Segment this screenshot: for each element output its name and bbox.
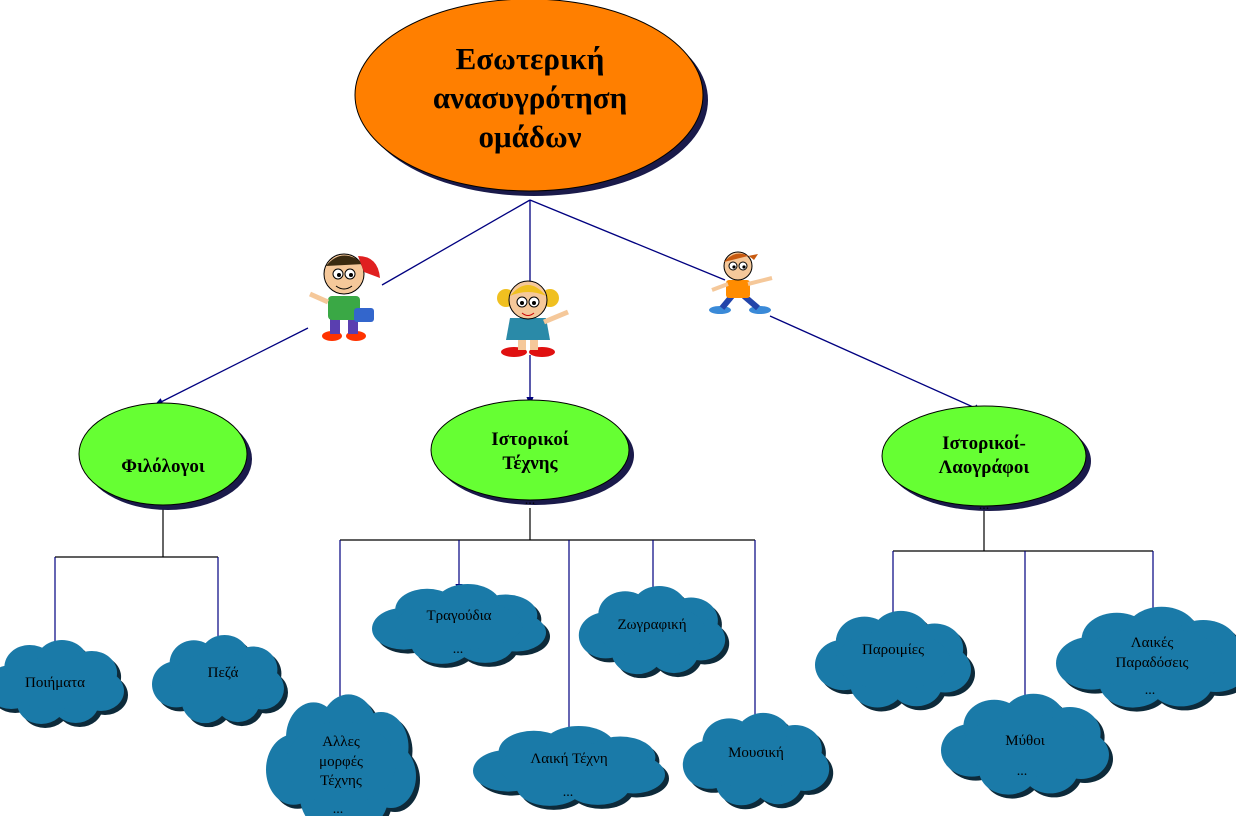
leaf-cloud-proverbs [815, 610, 975, 712]
girl-with-pigtails-icon [497, 280, 569, 357]
leaf-cloud-other-arts [266, 694, 420, 816]
group-node-philologists [78, 402, 252, 510]
leaf-cloud-painting [578, 585, 730, 679]
boy-running-icon [709, 251, 773, 314]
leaf-cloud-folk-traditions [1056, 606, 1236, 712]
leaf-cloud-prose [152, 634, 288, 728]
leaf-cloud-music [682, 712, 834, 810]
leaf-cloud-folk-art [473, 726, 669, 810]
group-node-historians-folklorists [881, 405, 1091, 511]
leaf-cloud-myths [941, 693, 1113, 799]
root-connectors [154, 199, 983, 412]
group-node-art-historians [430, 399, 634, 505]
boy-with-cap-icon [308, 253, 380, 341]
root-node [354, 0, 708, 196]
leaf-cloud-songs [372, 584, 550, 668]
leaf-cloud-poems [0, 640, 129, 728]
